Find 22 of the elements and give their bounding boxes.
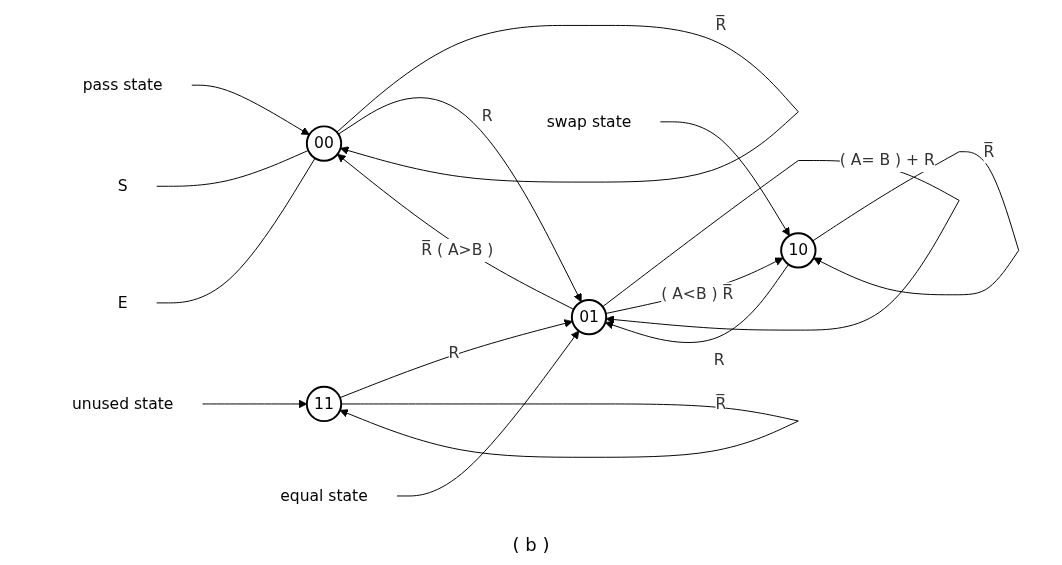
- node-circle: 11: [306, 385, 343, 423]
- node-text: swap state: [546, 112, 632, 131]
- node-text: pass state: [82, 75, 163, 94]
- edge-label: ( A= B ) + R: [840, 150, 936, 170]
- edge-label: R̅: [715, 394, 727, 413]
- figure-caption: ( b ): [512, 534, 550, 555]
- connector: [156, 157, 316, 304]
- node-text: unused state: [72, 394, 174, 413]
- edge-label: R: [482, 106, 493, 125]
- edge-label: R̅ ( A>B ): [421, 240, 494, 260]
- node-text: equal state: [280, 486, 368, 505]
- node-circle: 00: [306, 125, 343, 162]
- connector: [156, 149, 309, 187]
- node-text: E: [117, 293, 128, 312]
- node-circle: 10: [780, 232, 817, 269]
- node-circle: 01: [571, 298, 608, 336]
- edge-label: R̅: [715, 15, 727, 35]
- edge-label: R: [713, 350, 725, 370]
- node-text: S: [117, 176, 128, 196]
- edge-label: R̅: [983, 142, 995, 161]
- edge-label: R: [448, 343, 460, 362]
- edge-label: ( A<B ) R̅: [661, 284, 734, 303]
